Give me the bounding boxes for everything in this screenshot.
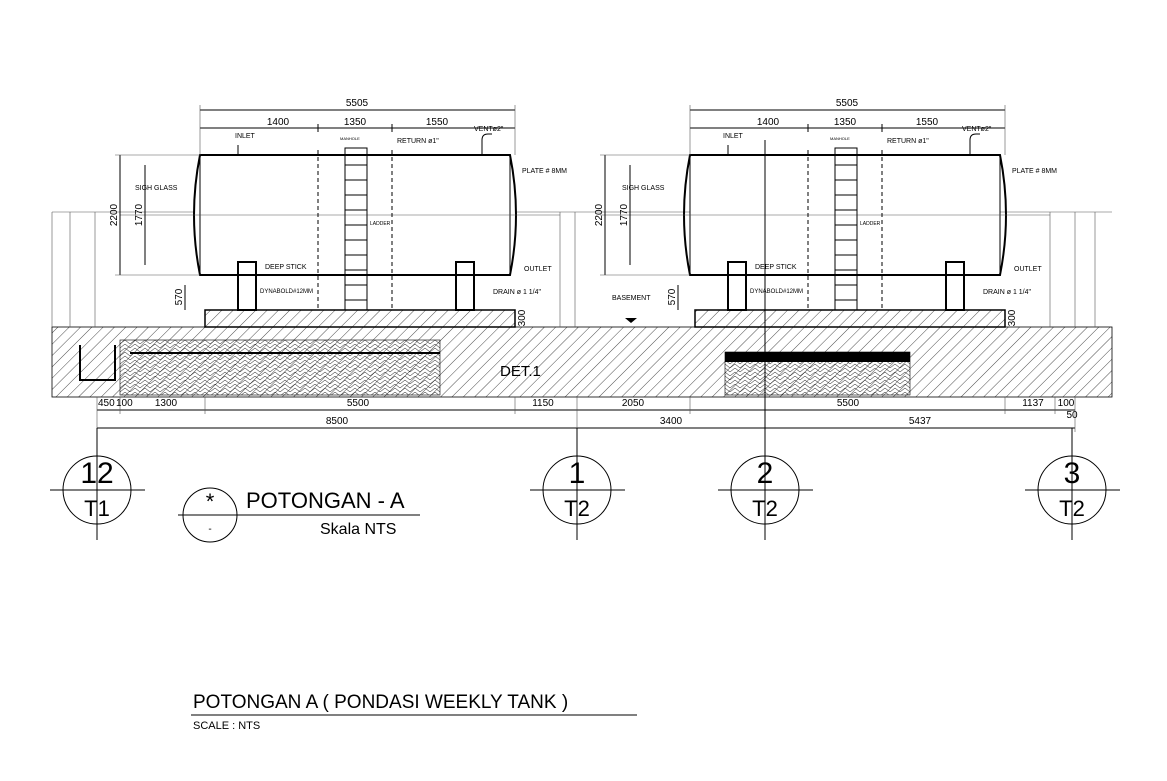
grid-bubble-3: 3 T2 xyxy=(1025,428,1120,540)
dim-c2: 3400 xyxy=(660,416,683,427)
section-scale: Skala NTS xyxy=(320,521,396,538)
dim-b1: 450 xyxy=(98,398,115,409)
dim-seg1-left: 1400 xyxy=(267,117,290,128)
dim-b9: 100 xyxy=(1058,398,1075,409)
label-deepstick-left: DEEP STICK xyxy=(265,264,307,271)
level-marker-icon xyxy=(625,318,637,323)
tank-right-labels: 5505 1400 1350 1550 INLET MANHOLE RETURN… xyxy=(594,98,1057,326)
tank-right xyxy=(600,105,1050,430)
tank-left xyxy=(115,105,560,328)
label-drain-right: DRAIN ø 1 1/4" xyxy=(983,289,1032,296)
dim-c3: 5437 xyxy=(909,416,932,427)
svg-text:T2: T2 xyxy=(1059,496,1085,521)
dim-b7: 5500 xyxy=(837,398,860,409)
label-plate-right: PLATE # 8MM xyxy=(1012,168,1057,175)
label-inlet-right: INLET xyxy=(723,133,744,140)
grid-bubbles: 12 T1 1 T2 2 T2 3 T2 xyxy=(50,428,1120,540)
label-return-left: RETURN ø1" xyxy=(397,138,439,145)
dim-seg2-right: 1350 xyxy=(834,117,857,128)
label-ladder-right: LADDER xyxy=(860,221,881,227)
section-mark: * - POTONGAN - A Skala NTS xyxy=(178,487,420,543)
footer-title-block: POTONGAN A ( PONDASI WEEKLY TANK ) SCALE… xyxy=(191,692,637,732)
ladder-left xyxy=(344,147,368,311)
label-vent-right: VENTø2" xyxy=(962,126,992,133)
label-vent-left: VENTø2" xyxy=(474,126,504,133)
svg-text:12: 12 xyxy=(80,457,113,490)
dim-height-left: 2200 xyxy=(109,203,120,226)
dim-height-right: 2200 xyxy=(594,203,605,226)
dim-seg2-left: 1350 xyxy=(344,117,367,128)
label-dynabolt-left: DYNABOLD#12MM xyxy=(260,289,313,295)
footer-scale: SCALE : NTS xyxy=(193,720,260,732)
label-dynabolt-right: DYNABOLD#12MM xyxy=(750,289,803,295)
label-sighglass-right: SIGH GLASS xyxy=(622,185,665,192)
dim-glass-left: 1770 xyxy=(134,203,145,226)
dim-seg1-right: 1400 xyxy=(757,117,780,128)
label-manhole-left: MANHOLE xyxy=(340,136,360,141)
label-sighglass-left: SIGH GLASS xyxy=(135,185,178,192)
dim-b8: 1137 xyxy=(1022,398,1044,409)
label-manhole-right: MANHOLE xyxy=(830,136,850,141)
section-symbol: * xyxy=(206,489,215,514)
label-plate-left: PLATE # 8MM xyxy=(522,168,567,175)
dim-pit-right: 300 xyxy=(1007,309,1018,326)
label-basement: BASEMENT xyxy=(612,295,651,302)
dim-b5: 1150 xyxy=(532,398,554,409)
footer-title: POTONGAN A ( PONDASI WEEKLY TANK ) xyxy=(193,692,568,713)
svg-text:3: 3 xyxy=(1064,457,1081,490)
dim-seg3-right: 1550 xyxy=(916,117,939,128)
tank-left-labels: 5505 1400 1350 1550 INLET MANHOLE RETURN… xyxy=(109,98,567,326)
dim-b3: 1300 xyxy=(155,398,178,409)
dim-base-right: 570 xyxy=(667,288,678,305)
dim-c1: 8500 xyxy=(326,416,349,427)
svg-text:T1: T1 xyxy=(84,496,110,521)
ladder-right xyxy=(834,147,858,311)
dim-seg3-left: 1550 xyxy=(426,117,449,128)
section-sub: - xyxy=(208,524,211,535)
dim-overall-left: 5505 xyxy=(346,98,369,109)
label-inlet-left: INLET xyxy=(235,133,256,140)
grid-bubble-2: 2 T2 xyxy=(718,430,813,540)
dim-overall-right: 5505 xyxy=(836,98,859,109)
label-deepstick-right: DEEP STICK xyxy=(755,264,797,271)
label-outlet-left: OUTLET xyxy=(524,266,552,273)
label-outlet-right: OUTLET xyxy=(1014,266,1042,273)
dim-b2: 100 xyxy=(116,398,133,409)
dim-b6: 2050 xyxy=(622,398,645,409)
grid-bubble-1: 1 T2 xyxy=(530,428,625,540)
label-return-right: RETURN ø1" xyxy=(887,138,929,145)
label-drain-left: DRAIN ø 1 1/4" xyxy=(493,289,542,296)
svg-text:T2: T2 xyxy=(752,496,778,521)
ground-band xyxy=(51,211,1113,398)
svg-text:2: 2 xyxy=(757,457,774,490)
grid-bubble-12: 12 T1 xyxy=(50,428,145,540)
detail-label: DET.1 xyxy=(500,363,541,380)
dim-base-left: 570 xyxy=(174,288,185,305)
bottom-dimensions: 450 100 1300 5500 1150 2050 5500 1137 10… xyxy=(96,397,1078,432)
label-ladder-left: LADDER xyxy=(370,221,391,227)
section-title: POTONGAN - A xyxy=(246,488,405,513)
dim-end: 50 xyxy=(1066,410,1078,421)
dim-b4: 5500 xyxy=(347,398,370,409)
dim-glass-right: 1770 xyxy=(619,203,630,226)
svg-text:T2: T2 xyxy=(564,496,590,521)
dim-pit-left: 300 xyxy=(517,309,528,326)
svg-text:1: 1 xyxy=(569,457,586,490)
